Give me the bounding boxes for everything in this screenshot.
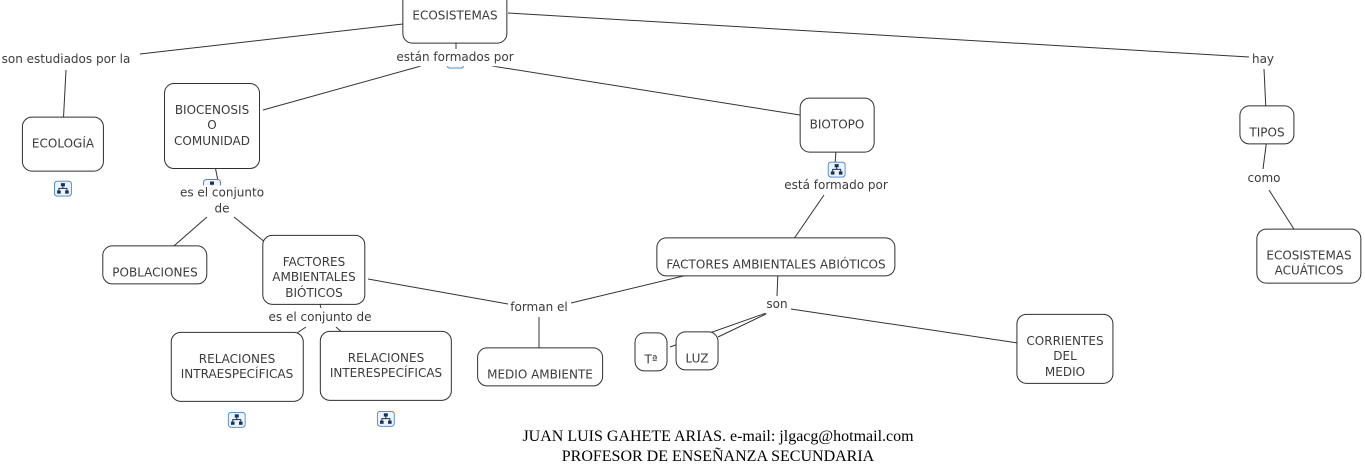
connector-line (717, 313, 767, 338)
concept-ecosistemas-acuaticos[interactable]: ECOSISTEMAS ACUÁTICOS (1256, 228, 1362, 284)
author-credit-line2: PROFESOR DE ENSEÑANZA SECUNDARIA (561, 448, 875, 465)
linked-map-resource-icon[interactable] (376, 395, 395, 427)
concept-label: FACTORES AMBIENTALES ABIÓTICOS (666, 257, 886, 271)
concept-label: Tª (644, 352, 658, 366)
connector-line (367, 278, 509, 305)
linked-map-resource-icon[interactable] (228, 396, 246, 428)
connector-line (139, 23, 404, 55)
connector-line (262, 65, 422, 111)
concept-factores-abioticos[interactable]: FACTORES AMBIENTALES ABIÓTICOS (656, 237, 896, 277)
link-label-son[interactable]: son (764, 297, 790, 313)
linked-map-resource-icon[interactable] (828, 146, 846, 178)
linked-map-resource-icon[interactable] (203, 163, 221, 195)
concept-luz[interactable]: LUZ (675, 331, 719, 371)
connector-line (1263, 68, 1267, 112)
link-label-estan-formados-por[interactable]: están formados por (394, 50, 516, 66)
link-label-esta-formado-por[interactable]: está formado por (782, 178, 890, 194)
link-label-como[interactable]: como (1245, 171, 1283, 187)
concept-poblaciones[interactable]: POBLACIONES (102, 245, 208, 285)
connector-line (790, 194, 825, 244)
link-label-hay[interactable]: hay (1249, 52, 1277, 68)
concept-relaciones-intraespecificas[interactable]: RELACIONES INTRAESPECÍFICAS (170, 331, 304, 428)
concept-biocenosis[interactable]: BIOCENOSIS O COMUNIDAD (164, 83, 260, 195)
concept-label: BIOCENOSIS O COMUNIDAD (174, 102, 250, 148)
author-credit: JUAN LUIS GAHETE ARIAS. e-mail: jlgacg@h… (522, 427, 913, 467)
concept-label: RELACIONES INTRAESPECÍFICAS (180, 351, 294, 381)
concept-ecologia[interactable]: ECOLOGÍA (21, 116, 105, 197)
concept-temperatura[interactable]: Tª (634, 332, 668, 372)
concept-label: ECOSISTEMAS ACUÁTICOS (1266, 248, 1352, 278)
concept-tipos[interactable]: TIPOS (1239, 105, 1295, 145)
linked-map-resource-icon[interactable] (54, 165, 72, 197)
connector-line (790, 308, 1019, 344)
concept-label: TIPOS (1249, 125, 1285, 139)
concept-corrientes-del-medio[interactable]: CORRIENTES DEL MEDIO (1016, 313, 1114, 385)
connector-line (233, 216, 267, 244)
concept-label: ECOLOGÍA (31, 136, 95, 151)
concept-label: BIOTOPO (809, 117, 865, 132)
link-label-es-el-conjunto-de-2[interactable]: es el conjunto de (266, 310, 374, 326)
link-label-forman-el[interactable]: forman el (508, 300, 570, 316)
concept-factores-bioticos[interactable]: FACTORES AMBIENTALES BIÓTICOS (262, 234, 366, 306)
concept-label: FACTORES AMBIENTALES BIÓTICOS (272, 254, 356, 300)
connector-line (507, 12, 1250, 58)
concept-label: ECOSISTEMAS (412, 8, 498, 23)
connector-line (491, 65, 801, 116)
link-label-son-estudiados-por-la[interactable]: son estudiados por la (0, 52, 133, 68)
concept-label: LUZ (685, 351, 709, 365)
connector-line (570, 271, 701, 304)
concept-medio-ambiente[interactable]: MEDIO AMBIENTE (477, 347, 603, 387)
concept-biotopo[interactable]: BIOTOPO (799, 97, 875, 178)
author-credit-line1: JUAN LUIS GAHETE ARIAS. e-mail: jlgacg@h… (522, 428, 914, 445)
concept-label: CORRIENTES DEL MEDIO (1026, 333, 1104, 379)
concept-relaciones-interespecificas[interactable]: RELACIONES INTERESPECÍFICAS (319, 330, 453, 427)
concept-ecosistemas[interactable]: ECOSISTEMAS (402, 0, 508, 69)
concept-label: MEDIO AMBIENTE (487, 367, 593, 381)
link-label-es-el-conjunto-de-1[interactable]: es el conjunto de (177, 185, 267, 217)
concept-label: RELACIONES INTERESPECÍFICAS (329, 350, 443, 380)
concept-label: POBLACIONES (112, 265, 198, 279)
